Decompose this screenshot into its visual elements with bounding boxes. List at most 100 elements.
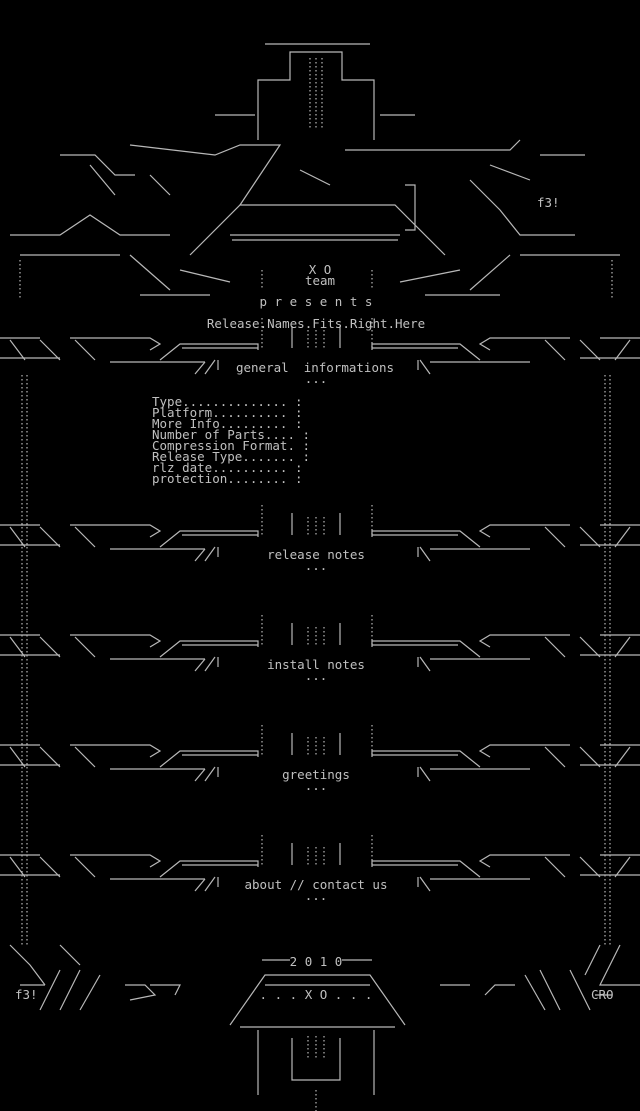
art-stroke — [371, 640, 481, 658]
art-stroke — [204, 876, 216, 892]
art-stroke — [469, 254, 511, 291]
art-stroke — [125, 984, 157, 1001]
section-ellipsis: ... — [304, 558, 328, 573]
release-name: Release.Names.Fits.Right.Here — [206, 316, 426, 331]
footer-year: 2 0 1 0 — [289, 954, 343, 969]
art-stroke — [9, 746, 26, 768]
art-stroke — [229, 974, 406, 1026]
art-stroke — [70, 524, 162, 538]
art-stroke — [419, 656, 431, 672]
art-stroke — [291, 1038, 341, 1081]
art-stroke — [194, 548, 206, 562]
art-stroke — [478, 337, 570, 351]
art-stroke — [129, 144, 282, 206]
info-release-type: Release Type....... : — [152, 449, 311, 464]
art-stroke — [524, 974, 546, 1011]
art-stroke — [9, 944, 46, 986]
art-stroke — [159, 750, 259, 768]
art-stroke — [614, 636, 631, 658]
art-stroke — [159, 860, 259, 878]
art-stroke — [579, 636, 601, 658]
art-stroke — [70, 337, 162, 351]
art-stroke — [9, 636, 26, 658]
art-stroke — [149, 174, 171, 196]
art-stroke — [89, 164, 116, 196]
art-stroke — [544, 856, 566, 878]
art-stroke — [189, 204, 446, 256]
art-stroke — [544, 339, 566, 361]
section-title-general: general informations — [235, 360, 395, 375]
art-stroke — [371, 860, 481, 878]
art-stroke — [579, 526, 601, 548]
art-stroke — [159, 530, 259, 548]
art-stroke — [419, 876, 431, 892]
section-title-greetings: greetings — [282, 767, 350, 782]
art-stroke — [74, 339, 96, 361]
art-stroke — [419, 546, 431, 562]
art-stroke — [9, 526, 26, 548]
art-stroke — [150, 984, 181, 996]
art-stroke — [129, 254, 171, 291]
art-stroke — [70, 744, 162, 758]
info-type: Type.............. : — [152, 394, 303, 409]
art-stroke — [194, 658, 206, 672]
art-stroke — [39, 339, 61, 361]
presents-text: p r e s e n t s — [259, 294, 373, 309]
art-stroke — [544, 526, 566, 548]
art-stroke — [478, 524, 570, 538]
art-stroke — [74, 856, 96, 878]
art-stroke — [544, 746, 566, 768]
info-platform: Platform.......... : — [152, 405, 303, 420]
art-stroke — [204, 656, 216, 672]
section-title-install-notes: install notes — [267, 657, 365, 672]
art-stroke — [70, 634, 162, 648]
art-stroke — [39, 856, 61, 878]
art-stroke — [194, 768, 206, 782]
art-stroke — [579, 856, 601, 878]
art-stroke — [371, 343, 481, 361]
art-stroke — [614, 856, 631, 878]
art-stroke — [419, 766, 431, 782]
art-stroke — [569, 969, 591, 1011]
art-stroke — [9, 339, 26, 361]
art-stroke — [614, 746, 631, 768]
info-number-of-parts: Number of Parts.... : — [152, 427, 311, 442]
group-team: team — [304, 273, 336, 288]
artist-tag-right: CRO — [591, 987, 614, 1002]
art-stroke — [39, 969, 61, 1011]
info-protection: protection........ : — [152, 471, 303, 486]
art-stroke — [544, 636, 566, 658]
art-stroke — [204, 359, 216, 375]
art-stroke — [399, 269, 461, 283]
art-stroke — [194, 878, 206, 892]
art-stroke — [478, 854, 570, 868]
art-stroke — [79, 974, 101, 1011]
art-stroke — [614, 339, 631, 361]
art-stroke — [419, 359, 431, 375]
art-line — [299, 169, 331, 186]
art-stroke — [39, 746, 61, 768]
art-stroke — [478, 744, 570, 758]
group-name: X O — [308, 262, 332, 277]
art-stroke — [74, 746, 96, 768]
section-ellipsis: ... — [304, 778, 328, 793]
art-stroke — [345, 139, 521, 151]
art-stroke — [159, 640, 259, 658]
section-ellipsis: ... — [304, 371, 328, 386]
artist-tag-left: f3! — [15, 987, 38, 1002]
art-stroke — [484, 984, 515, 996]
section-ellipsis: ... — [304, 888, 328, 903]
art-stroke — [579, 746, 601, 768]
art-stroke — [39, 526, 61, 548]
art-stroke — [405, 184, 416, 231]
section-title-about-contact: about // contact us — [244, 877, 388, 892]
art-stroke — [60, 154, 135, 176]
art-stroke — [539, 969, 561, 1011]
art-stroke — [204, 766, 216, 782]
art-stroke — [257, 51, 375, 140]
artist-tag-top: f3! — [537, 195, 560, 210]
art-stroke — [204, 546, 216, 562]
info-rlz-date: rlz date.......... : — [152, 460, 303, 475]
info-fields: Type.............. : Platform.......... … — [152, 394, 311, 486]
